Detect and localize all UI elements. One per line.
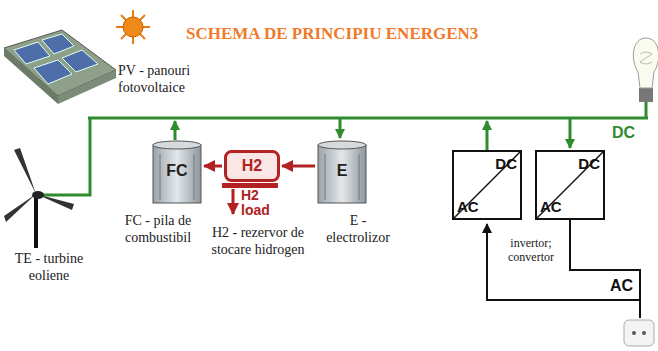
label-text: H2 - rezervor de stocare hidrogen bbox=[208, 224, 308, 258]
label-text: DC bbox=[612, 124, 635, 142]
diagram-title: SCHEMA DE PRINCIPIU ENERGEN3 bbox=[186, 24, 478, 44]
node-text: DC bbox=[578, 155, 600, 172]
socket-icon bbox=[624, 320, 654, 346]
pv-panels bbox=[4, 30, 116, 104]
node-text: AC bbox=[540, 198, 562, 215]
load-arrow bbox=[232, 189, 235, 214]
light-bulb bbox=[633, 38, 658, 102]
node-text: AC bbox=[457, 198, 479, 215]
label-text: PV - panouri fotovoltaice bbox=[118, 62, 228, 96]
node-text: FC bbox=[150, 140, 204, 180]
label-text: AC bbox=[610, 277, 633, 295]
label-text: H2 load bbox=[241, 188, 277, 218]
sun-icon bbox=[116, 10, 150, 44]
label-text: FC - pila de combustibil bbox=[108, 212, 208, 246]
hydrogen-flow-arrow bbox=[204, 165, 222, 168]
label-text: E - electrolizor bbox=[318, 212, 398, 246]
label-text: invertor; convertor bbox=[498, 236, 564, 264]
label-text: TE - turbine eoliene bbox=[4, 250, 94, 284]
bus-taps bbox=[175, 118, 570, 150]
converter-box: AC DC bbox=[452, 150, 522, 220]
node-text: H2 bbox=[222, 150, 282, 182]
cell-box: FC bbox=[150, 140, 204, 206]
cell-box: E bbox=[315, 140, 369, 206]
hydrogen-tank: H2 bbox=[222, 150, 282, 182]
wind-turbine bbox=[4, 148, 74, 248]
hydrogen-flow-arrow bbox=[282, 165, 315, 168]
ac-wiring bbox=[487, 220, 640, 318]
node-text: DC bbox=[495, 155, 517, 172]
node-text: E bbox=[315, 140, 369, 180]
converter-box: AC DC bbox=[535, 150, 605, 220]
